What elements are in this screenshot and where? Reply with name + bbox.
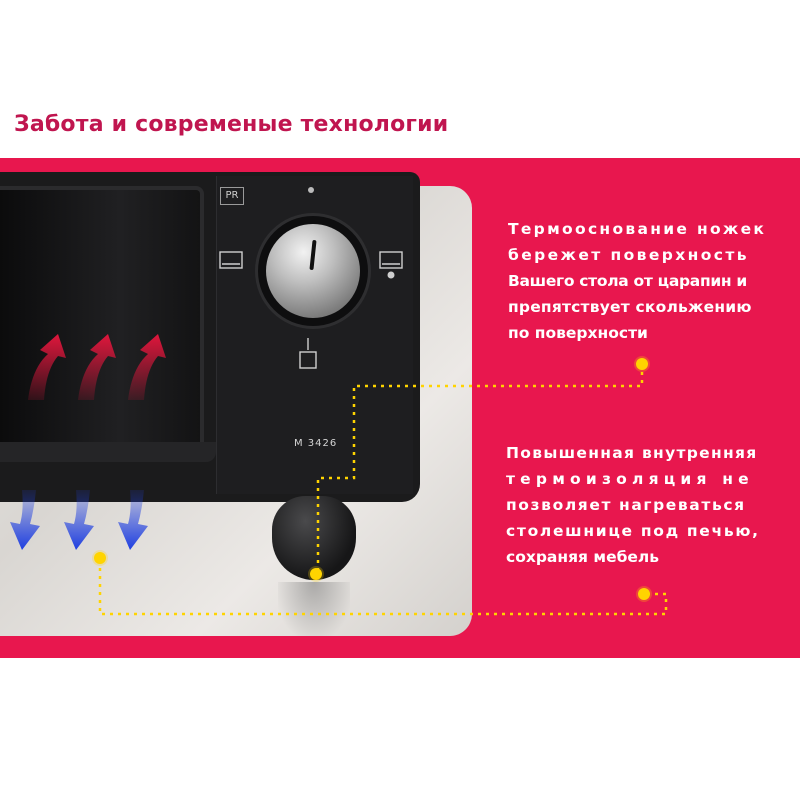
callout-line: Термооснование ножек <box>508 220 767 238</box>
control-knob-face <box>266 224 360 318</box>
down-arrow-cool-icon <box>10 490 148 550</box>
callout-line: позволяет нагреваться <box>506 496 746 514</box>
callout-marker <box>636 358 648 370</box>
oven-mode-icon <box>299 338 317 369</box>
callout-line: препятствует скольжению <box>508 298 752 316</box>
indicator-light <box>308 187 314 193</box>
callout-text-insulation: Повышенная внутренняя термоизоляция не п… <box>506 440 790 570</box>
oven-door-glass <box>0 186 204 456</box>
callout-line: по поверхности <box>508 324 648 342</box>
callout-line: Повышенная внутренняя <box>506 444 758 462</box>
callout-text-feet: Термооснование ножек бережет поверхность… <box>508 216 788 346</box>
oven-foot <box>272 496 356 580</box>
callout-line: термоизоляция не <box>506 470 754 488</box>
oven-door-frame <box>0 442 216 462</box>
callout-marker <box>94 552 106 564</box>
foot-reflection <box>278 582 350 636</box>
callout-line: Вашего стола от царапин и <box>508 272 747 290</box>
callout-marker <box>310 568 322 580</box>
callout-line: сохраняя мебель <box>506 548 660 566</box>
up-arrow-heat-icon <box>28 334 166 400</box>
callout-line: столешнице под печью, <box>506 522 760 540</box>
model-label: M 3426 <box>294 438 338 449</box>
callout-line: бережет поверхность <box>508 246 749 264</box>
panel-badge: PR <box>220 187 244 205</box>
oven-mode-icon <box>379 251 403 279</box>
oven-mode-icon <box>219 251 243 269</box>
callout-marker <box>638 588 650 600</box>
page-title: Забота и современые технологии <box>14 112 449 137</box>
